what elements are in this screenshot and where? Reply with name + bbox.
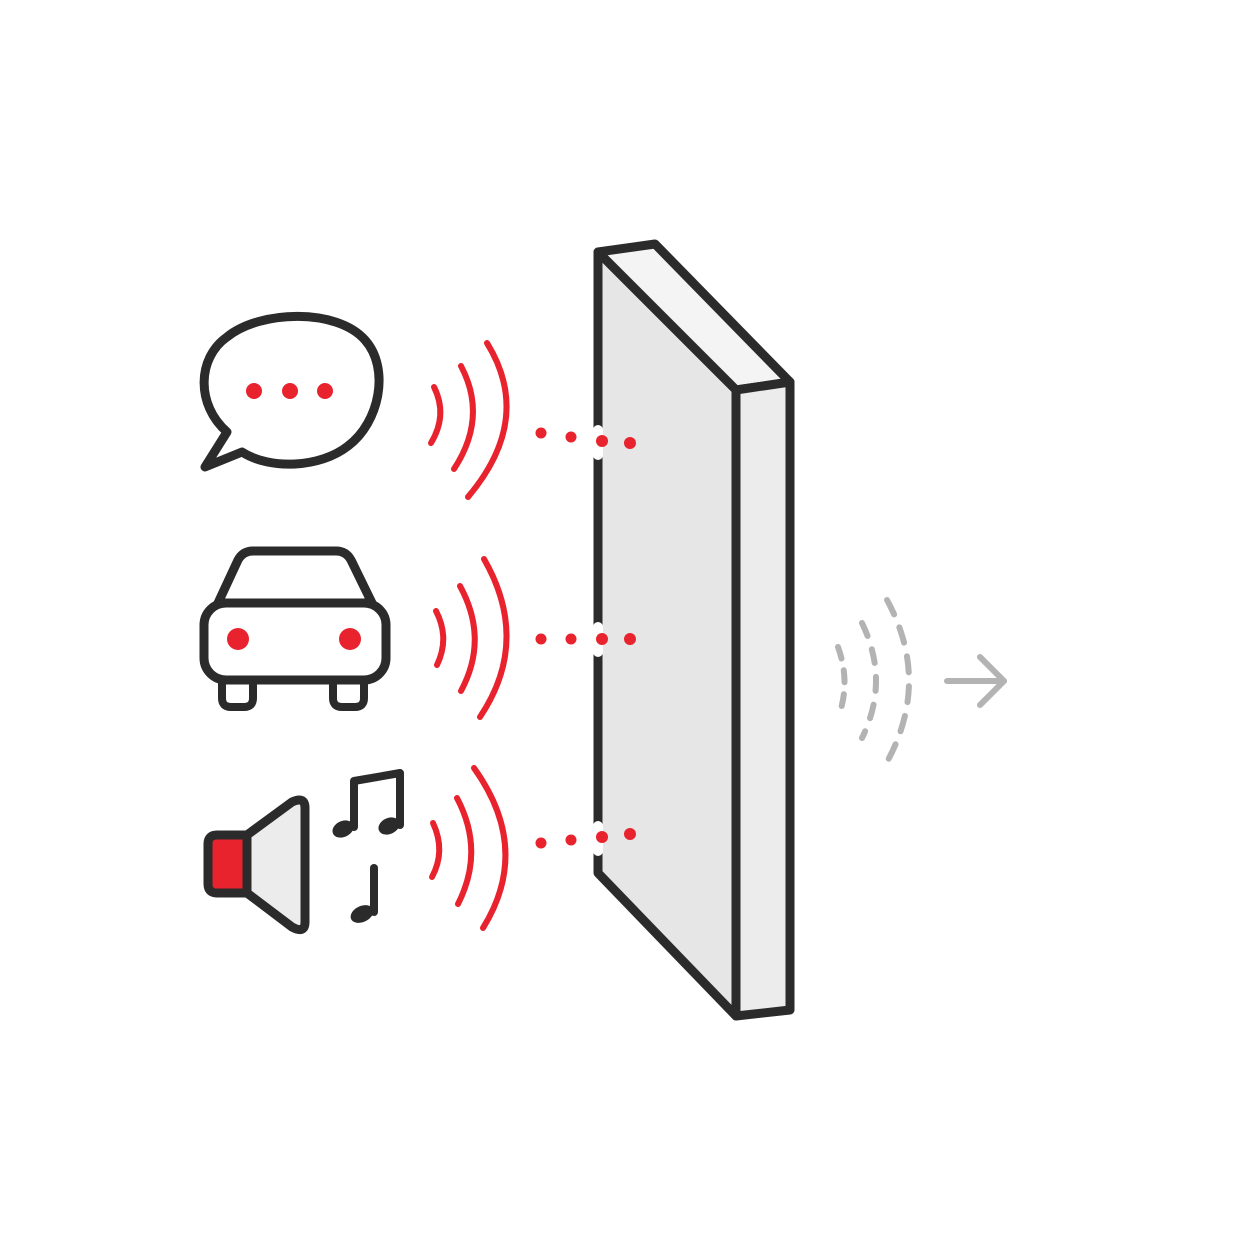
- car-roof: [213, 546, 377, 608]
- speech-dot: [246, 383, 262, 399]
- impact-dot: [596, 633, 608, 645]
- impact-dot: [565, 633, 577, 645]
- impact-dot: [624, 633, 636, 645]
- impact-dot: [596, 435, 608, 447]
- panel-side: [731, 377, 795, 1021]
- faint-wave: [859, 620, 879, 741]
- impact-dot: [596, 831, 608, 843]
- speech-dot: [317, 383, 333, 399]
- faint-wave: [835, 644, 848, 715]
- impact-dot: [535, 837, 547, 849]
- speaker-with-music-notes-icon: [203, 769, 404, 935]
- car-body: [199, 598, 391, 685]
- speaker-cone: [242, 795, 310, 935]
- car-right-wheel: [329, 675, 368, 711]
- car-right-headlight: [339, 628, 361, 650]
- impact-dot: [535, 427, 547, 439]
- sound-waves-icon: [429, 765, 509, 931]
- wall-panel-icon: [593, 239, 795, 1021]
- impact-dot: [535, 633, 547, 645]
- car-left-wheel: [218, 675, 257, 711]
- speaker-body: [203, 830, 252, 898]
- sound-waves-icon: [433, 556, 510, 720]
- impact-dot: [565, 431, 577, 443]
- speech-dot: [282, 383, 298, 399]
- arrow-right-icon: [944, 654, 1007, 708]
- sound-waves-icon: [428, 340, 510, 500]
- impact-dot: [624, 828, 636, 840]
- impact-dot: [565, 834, 577, 846]
- impact-dot: [624, 437, 636, 449]
- faint-wave: [884, 597, 912, 765]
- panel-face: [593, 247, 741, 1021]
- speech-bubble-icon: [199, 311, 384, 472]
- impact-dots: [535, 427, 636, 849]
- faint-sound-waves-arrow-icon: [835, 597, 1007, 765]
- car-left-headlight: [227, 628, 249, 650]
- double-music-note-icon: [332, 769, 404, 838]
- music-note-icon: [350, 864, 378, 923]
- car-icon: [199, 546, 391, 711]
